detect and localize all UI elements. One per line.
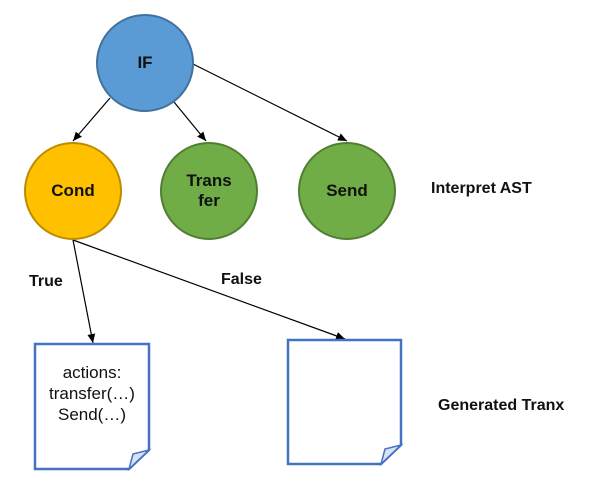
send-node: Send [298,142,396,240]
true-document [33,342,152,472]
edge-if-to-transfer [173,101,207,142]
document-line: actions: [62,363,122,382]
send-node-label: Send [326,181,368,200]
true-edge-label: True [29,273,63,290]
false-edge-label: False [221,271,262,288]
cond-node-label: Cond [51,181,95,200]
if-node: IF [96,14,194,112]
transfer-node-label: Trans fer [186,171,232,210]
interpret-ast-label: Interpret AST [431,180,532,197]
transfer-node: Trans fer [160,142,258,240]
document-line: Send(…) [57,405,127,424]
edge-if-to-send [192,63,348,142]
if-node-label: IF [137,53,153,72]
cond-node: Cond [24,142,122,240]
edge-if-to-cond [72,97,111,142]
edge-cond-true [72,239,96,344]
false-document [286,338,404,467]
document-line: transfer(…) [49,384,135,403]
true-document-text: actions: transfer(…) Send(…) [34,362,150,425]
edge-cond-false [72,239,346,340]
generated-tranx-label: Generated Tranx [438,397,565,414]
